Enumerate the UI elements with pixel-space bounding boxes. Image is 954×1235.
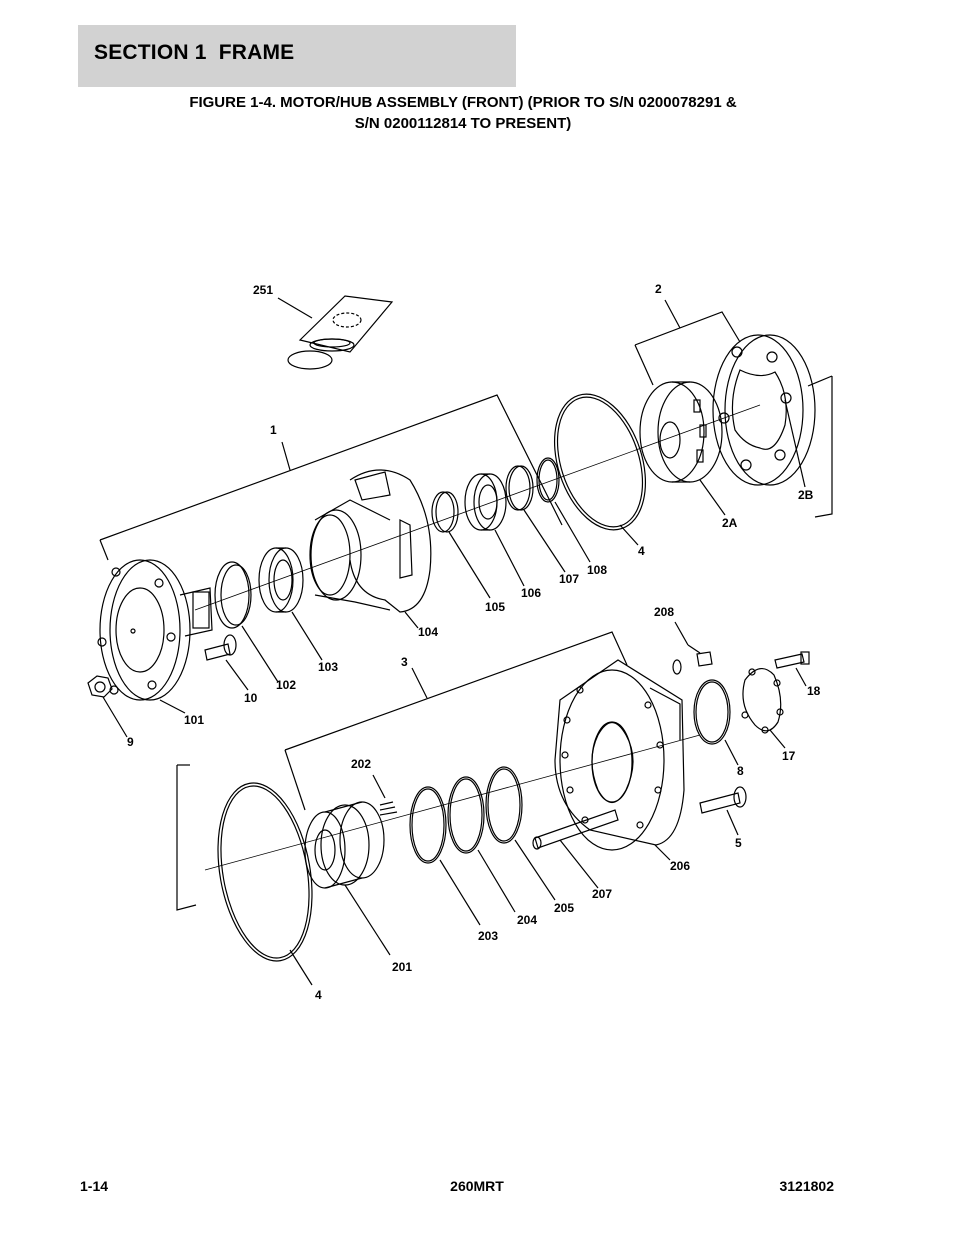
document-number: 3121802 [779, 1178, 834, 1194]
section-title: SECTION 1 FRAME [94, 41, 295, 64]
plug-208 [672, 621, 713, 675]
callout-2b: 2B [798, 488, 814, 502]
nut-9 [87, 675, 128, 738]
callout-251: 251 [253, 283, 273, 297]
callout-202: 202 [351, 757, 371, 771]
carrier-2a [639, 381, 726, 516]
callout-102: 102 [276, 678, 296, 692]
o-ring-205 [485, 766, 556, 901]
figure-title-line-1: FIGURE 1-4. MOTOR/HUB ASSEMBLY (FRONT) (… [189, 94, 737, 111]
callout-203: 203 [478, 929, 498, 943]
callout-207: 207 [592, 887, 612, 901]
seal-kit-251 [277, 295, 394, 370]
motor-housing-206 [554, 659, 685, 861]
callout-18: 18 [807, 684, 821, 698]
callout-2: 2 [655, 282, 662, 296]
model-name: 260MRT [450, 1178, 504, 1194]
callout-labels: 251 2 1 2B 2A 4 108 107 106 105 104 103 … [127, 282, 821, 1002]
assembly-bracket-3 [176, 631, 628, 911]
assembly-bracket-1 [99, 394, 563, 561]
o-ring-203 [409, 786, 481, 926]
callout-5: 5 [735, 836, 742, 850]
figure-title: FIGURE 1-4. MOTOR/HUB ASSEMBLY (FRONT) (… [0, 92, 926, 134]
callout-101: 101 [184, 713, 204, 727]
assembly-bracket-2 [634, 299, 833, 518]
callout-1: 1 [270, 423, 277, 437]
callout-201: 201 [392, 960, 412, 974]
drive-207 [532, 809, 619, 889]
bolt-18 [774, 651, 810, 687]
callout-206: 206 [670, 859, 690, 873]
lower-axis-line [204, 734, 701, 871]
section-header: SECTION 1 FRAME [78, 25, 516, 87]
page-number: 1-14 [80, 1178, 109, 1194]
rotor-201 [304, 801, 391, 956]
callout-4-lower: 4 [315, 988, 322, 1002]
callout-8: 8 [737, 764, 744, 778]
bearing-106 [464, 473, 525, 587]
o-ring-204 [447, 776, 516, 913]
hub-104 [309, 469, 432, 629]
shaft-5 [699, 786, 747, 836]
callout-108: 108 [587, 563, 607, 577]
o-ring-8 [693, 679, 739, 766]
stud-10 [204, 634, 249, 691]
figure-title-line-2: S/N 0200112814 TO PRESENT) [354, 115, 572, 132]
callout-106: 106 [521, 586, 541, 600]
spindle-101 [97, 559, 213, 714]
callout-103: 103 [318, 660, 338, 674]
callout-204: 204 [517, 913, 537, 927]
callout-2a: 2A [722, 516, 738, 530]
callout-107: 107 [559, 572, 579, 586]
seal-107 [505, 465, 566, 573]
callout-10: 10 [244, 691, 258, 705]
screws-202 [372, 774, 398, 816]
callout-205: 205 [554, 901, 574, 915]
callout-104: 104 [418, 625, 438, 639]
callout-208: 208 [654, 605, 674, 619]
bearing-103 [258, 547, 323, 661]
o-ring-4-upper [553, 393, 647, 546]
callout-4-upper: 4 [638, 544, 645, 558]
spacer-105 [431, 491, 491, 599]
callout-17: 17 [782, 749, 796, 763]
callout-9: 9 [127, 735, 134, 749]
retaining-ring-108 [536, 457, 591, 563]
o-ring-4-lower [217, 782, 313, 986]
cover-17 [741, 668, 786, 749]
callout-3: 3 [401, 655, 408, 669]
upper-axis-line [194, 404, 761, 611]
ring-gear-2b [712, 334, 816, 488]
seal-102 [214, 561, 279, 683]
callout-105: 105 [485, 600, 505, 614]
